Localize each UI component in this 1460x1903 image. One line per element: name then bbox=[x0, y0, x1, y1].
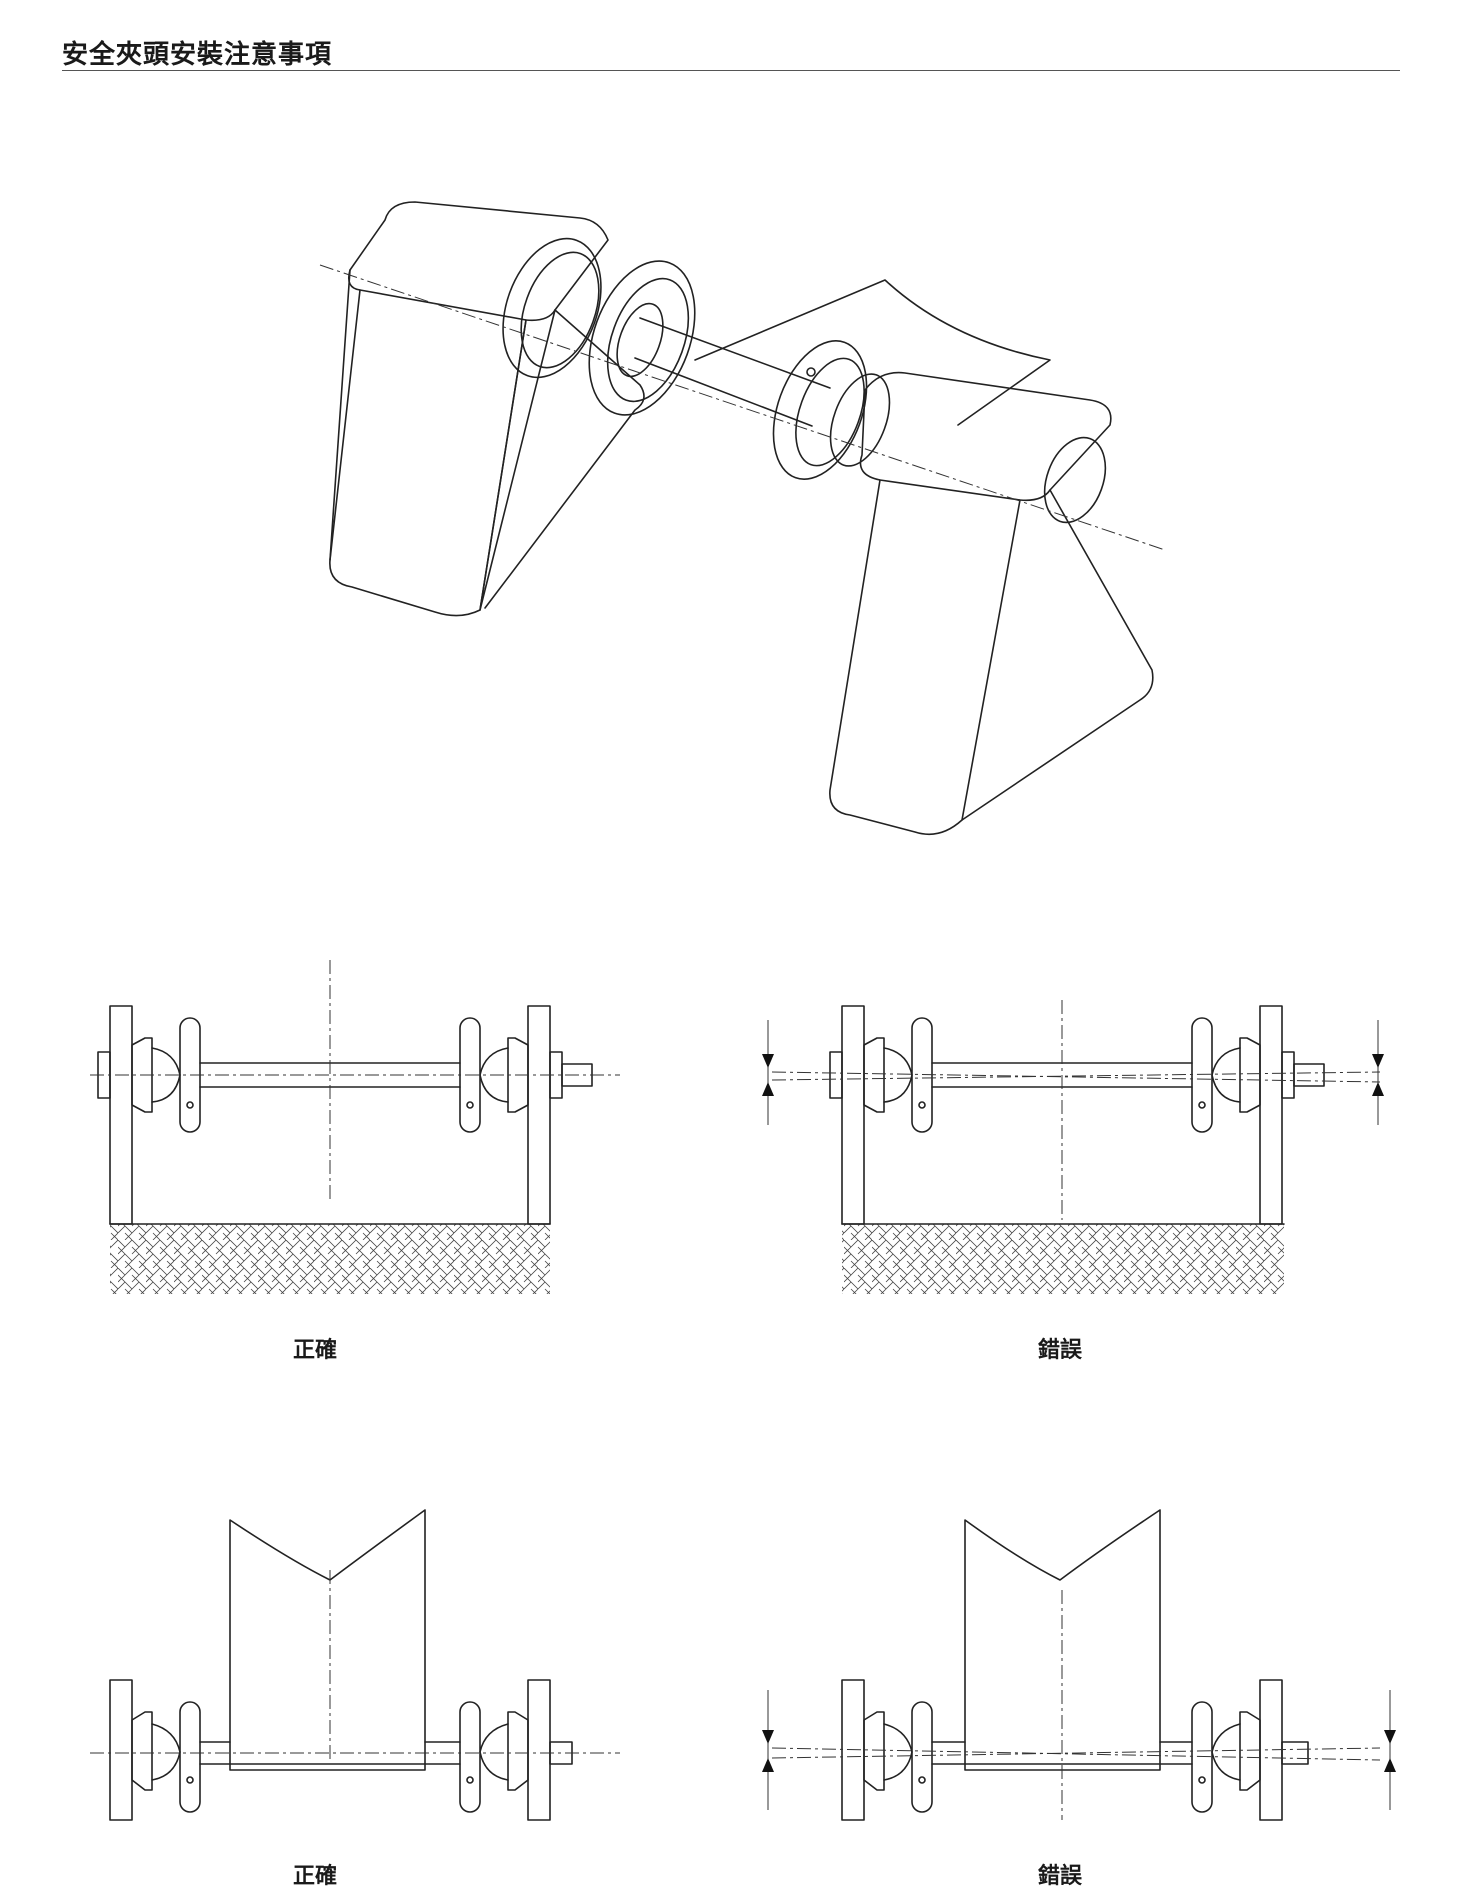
misaligned-centerline-b bbox=[771, 1071, 1381, 1083]
floor-hatch bbox=[842, 1224, 1284, 1294]
diagram-top-wrong bbox=[762, 1000, 1384, 1294]
right-chuck bbox=[459, 1701, 573, 1813]
web-sheet bbox=[964, 1509, 1161, 1771]
isometric-chuck-illustration bbox=[319, 201, 1166, 836]
shaft bbox=[931, 1741, 1193, 1765]
left-chuck bbox=[131, 1701, 201, 1813]
right-stand bbox=[527, 1005, 551, 1225]
diagram-bottom-correct bbox=[90, 1509, 620, 1821]
right-safety-chuck bbox=[772, 340, 891, 480]
offset-arrow-left bbox=[762, 1020, 774, 1125]
right-stand bbox=[829, 371, 1154, 836]
left-stand bbox=[109, 1005, 133, 1225]
left-safety-chuck bbox=[502, 237, 696, 416]
left-stand bbox=[329, 201, 645, 617]
left-chuck bbox=[829, 1017, 933, 1133]
misaligned-centerline-a bbox=[771, 1071, 1381, 1081]
right-stand bbox=[1259, 1005, 1283, 1225]
web-sheet bbox=[229, 1509, 426, 1771]
shaft bbox=[634, 317, 831, 427]
floor-hatch bbox=[110, 1224, 550, 1294]
caption-top-correct: 正確 bbox=[292, 1338, 337, 1363]
web-sheet bbox=[694, 279, 1051, 426]
diagram-top-correct bbox=[90, 960, 620, 1294]
right-chuck bbox=[1191, 1701, 1309, 1813]
misaligned-centerline-b bbox=[771, 1747, 1381, 1761]
left-stand bbox=[841, 1005, 865, 1225]
right-chuck bbox=[1191, 1017, 1325, 1133]
caption-bottom-correct: 正確 bbox=[292, 1864, 337, 1889]
misaligned-centerline-a bbox=[771, 1747, 1381, 1759]
offset-arrow-right bbox=[1384, 1690, 1396, 1810]
offset-arrow-left bbox=[762, 1690, 774, 1810]
page-title: 安全夾頭安裝注意事項 bbox=[62, 40, 333, 70]
left-stand bbox=[109, 1679, 133, 1821]
left-chuck bbox=[863, 1701, 933, 1813]
caption-top-wrong: 錯誤 bbox=[1037, 1338, 1082, 1363]
right-stand bbox=[527, 1679, 551, 1821]
offset-arrow-right bbox=[1372, 1020, 1384, 1125]
shaft bbox=[199, 1741, 461, 1765]
diagram-bottom-wrong bbox=[762, 1509, 1396, 1821]
caption-bottom-wrong: 錯誤 bbox=[1037, 1864, 1082, 1889]
shaft-axis-centerline bbox=[319, 264, 1166, 551]
page-header: 安全夾頭安裝注意事項 bbox=[62, 30, 1400, 71]
